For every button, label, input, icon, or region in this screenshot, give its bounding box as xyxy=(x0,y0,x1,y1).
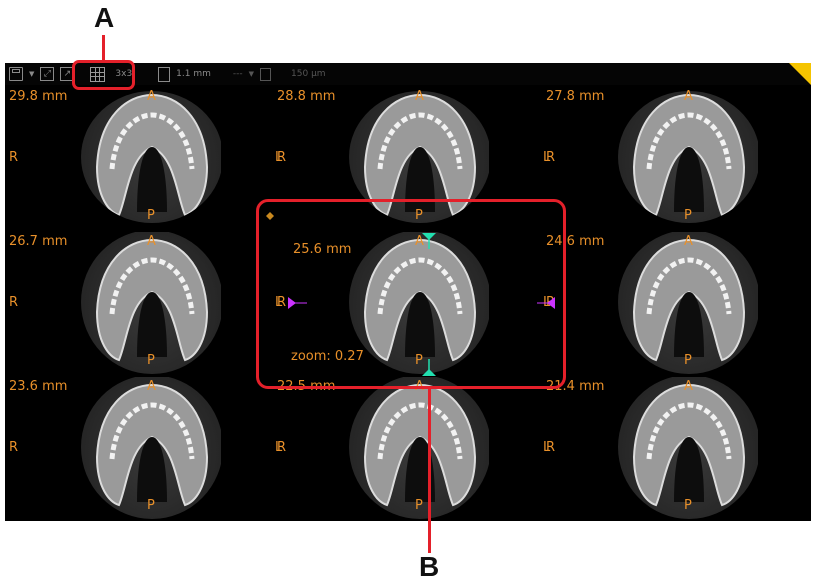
layout-value[interactable]: 3x3 xyxy=(115,69,133,79)
orientation-left-label: L xyxy=(543,440,551,455)
slice-cell-1[interactable]: 29.8 mm A P R L xyxy=(5,85,282,229)
slice-cell-4[interactable]: 26.7 mm A P R L xyxy=(5,230,282,374)
orientation-right-label: R xyxy=(277,150,287,165)
slice-depth-label: 26.7 mm xyxy=(9,234,68,249)
orientation-anterior-label: A xyxy=(415,89,424,104)
orientation-posterior-label: P xyxy=(147,498,155,513)
axial-slice-image xyxy=(618,91,758,223)
layout-highlight-box xyxy=(72,60,135,90)
orientation-anterior-label: A xyxy=(147,379,156,394)
orientation-anterior-label: A xyxy=(147,234,156,249)
orientation-anterior-label: A xyxy=(684,89,693,104)
orientation-posterior-label: P xyxy=(147,208,155,223)
resolution-value: 150 µm xyxy=(291,69,326,79)
active-cell-highlight-box xyxy=(256,199,566,389)
save-icon[interactable] xyxy=(9,67,23,81)
orientation-right-label: R xyxy=(277,295,287,310)
slice-depth-label: 29.8 mm xyxy=(9,89,68,104)
axial-slice-image xyxy=(81,232,221,374)
slice-thickness-icon[interactable] xyxy=(158,66,171,82)
orientation-right-label: R xyxy=(9,440,19,455)
orientation-posterior-label: P xyxy=(415,353,423,368)
axial-slice-image xyxy=(349,377,489,519)
axial-slice-image xyxy=(618,232,758,374)
save-dropdown-icon[interactable]: ▼ xyxy=(29,70,35,78)
orientation-posterior-label: P xyxy=(684,353,692,368)
slice-depth-label: 23.6 mm xyxy=(9,379,68,394)
orientation-anterior-label: A xyxy=(684,234,693,249)
fit-to-window-icon[interactable]: ⤢ xyxy=(40,67,55,81)
orientation-posterior-label: P xyxy=(684,208,692,223)
orientation-right-label: R xyxy=(9,150,19,165)
orientation-anterior-label: A xyxy=(415,234,424,249)
zoom-level-label: zoom: 0.27 xyxy=(291,349,364,364)
slice-depth-label: 25.6 mm xyxy=(293,242,352,257)
orientation-left-label: L xyxy=(543,150,551,165)
orientation-right-label: R xyxy=(277,440,287,455)
orientation-left-label: L xyxy=(275,440,283,455)
orientation-anterior-label: A xyxy=(147,89,156,104)
layout-callout-line xyxy=(102,35,105,61)
slice-cell-7[interactable]: 23.6 mm A P R L xyxy=(5,375,282,519)
slice-interval-dropdown-icon[interactable]: ▼ xyxy=(248,70,255,78)
orientation-left-label: L xyxy=(275,295,283,310)
orientation-right-label: R xyxy=(546,150,556,165)
orientation-anterior-label: A xyxy=(684,379,693,394)
viewer-panel: ▼ ⤢ ↗ 3x3 1.1 mm --- ▼ 150 µm 29.8 mm A xyxy=(5,63,811,521)
orientation-left-label: L xyxy=(275,150,283,165)
orientation-right-label: R xyxy=(9,295,19,310)
top-reference-marker-icon[interactable] xyxy=(422,233,436,249)
orientation-posterior-label: P xyxy=(684,498,692,513)
slice-interval-value[interactable]: --- xyxy=(232,69,243,79)
corner-indicator-icon[interactable] xyxy=(789,63,811,85)
orientation-posterior-label: P xyxy=(147,353,155,368)
active-cell-indicator-icon xyxy=(266,212,274,220)
axial-slice-image xyxy=(81,91,221,223)
orientation-posterior-label: P xyxy=(415,208,423,223)
axial-slice-image xyxy=(81,377,221,519)
copy-icon[interactable] xyxy=(260,67,272,81)
slice-depth-label: 24.6 mm xyxy=(546,234,605,249)
right-reference-marker-icon[interactable] xyxy=(537,297,555,309)
viewer-toolbar: ▼ ⤢ ↗ 3x3 1.1 mm --- ▼ 150 µm xyxy=(5,63,811,85)
callout-letter-b: B xyxy=(419,551,440,582)
orientation-posterior-label: P xyxy=(415,498,423,513)
slice-depth-label: 28.8 mm xyxy=(277,89,336,104)
grid-layout-icon[interactable] xyxy=(90,66,106,82)
bottom-reference-marker-icon[interactable] xyxy=(422,359,436,376)
axial-slice-image xyxy=(618,377,758,519)
active-cell-callout-line xyxy=(428,388,431,553)
slice-thickness-value[interactable]: 1.1 mm xyxy=(176,69,211,79)
active-cell-markers xyxy=(266,212,555,376)
slice-depth-label: 27.8 mm xyxy=(546,89,605,104)
axial-slice-image xyxy=(349,232,489,374)
left-reference-marker-icon[interactable] xyxy=(288,297,307,309)
orientation-right-label: R xyxy=(546,440,556,455)
callout-letter-a: A xyxy=(94,2,115,33)
slice-cell-3[interactable]: 27.8 mm A P RL xyxy=(542,85,810,229)
